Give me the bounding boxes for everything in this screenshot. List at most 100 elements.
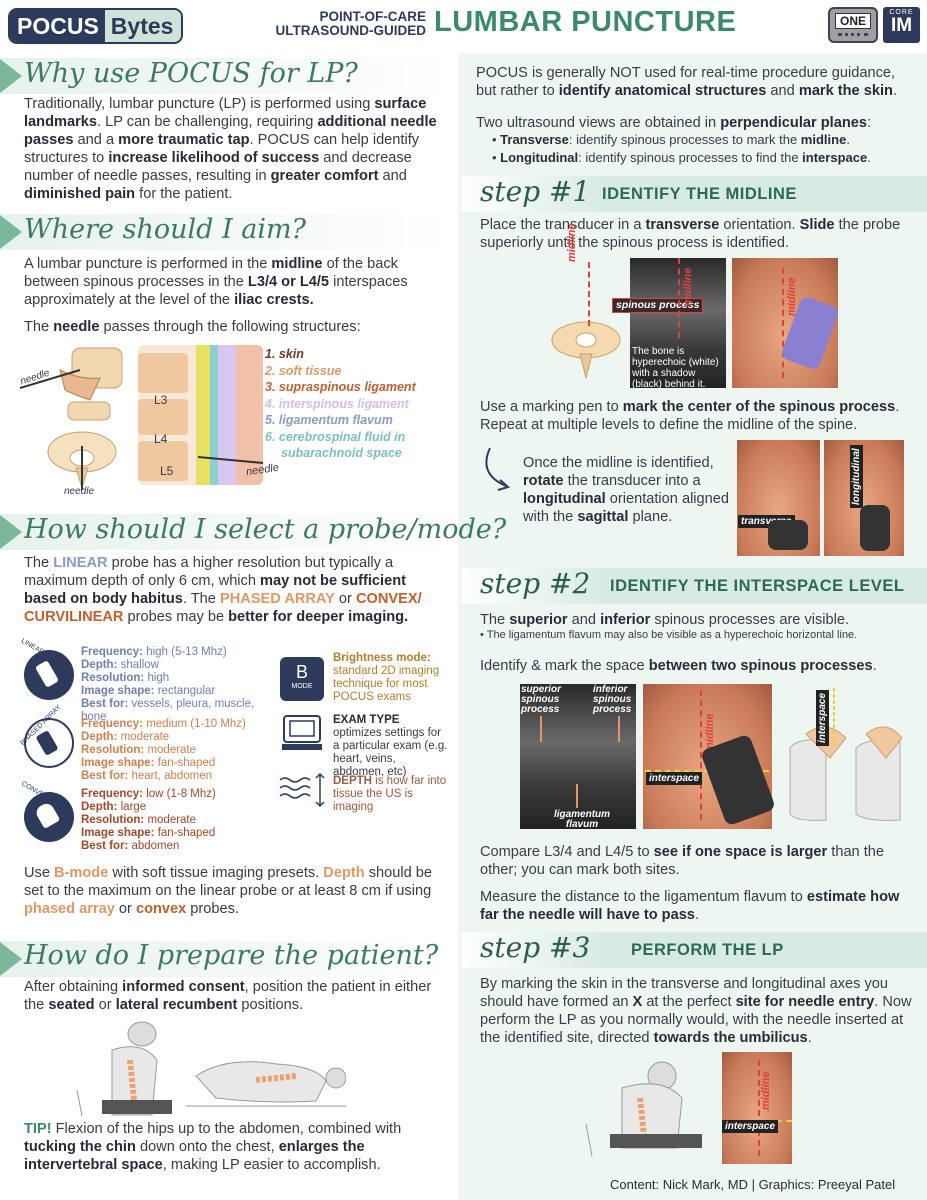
prep-tip: TIP! Flexion of the hips up to the abdom… [24, 1120, 439, 1174]
aim-band [0, 214, 450, 250]
emphasis-text: longitudinal [523, 491, 606, 507]
one-logo: ONE [828, 7, 878, 43]
body-text: . [892, 83, 897, 99]
core-text: CORE [889, 9, 914, 16]
probe-spec-key: Frequency: [81, 718, 143, 730]
body-text: The [24, 319, 54, 335]
intro-paragraph-2: Two ultrasound views are obtained in per… [476, 114, 916, 132]
phased-probe-specs: Frequency: medium (1-10 Mhz)Depth: moder… [81, 718, 271, 783]
intro-bullet: • Transverse: identify spinous processes… [492, 132, 850, 147]
probe-spec-value: vessels, pleura, muscle, bone [81, 698, 255, 723]
body-text: , making LP easier to accomplish. [162, 1157, 381, 1173]
step1-paragraph-1: Place the transducer in a transverse ori… [480, 216, 920, 252]
section-arrow-icon [0, 59, 22, 93]
body-text: probe has a higher resolution but typica… [24, 555, 394, 589]
step1-word: step #1 [480, 175, 591, 208]
emphasis-text: Transverse [500, 132, 569, 147]
body-text: and a [73, 132, 119, 148]
logo-pocus: POCUS [10, 10, 105, 42]
emphasis-text: seated [48, 997, 95, 1013]
step2-band [462, 568, 927, 604]
body-text: Compare L3/4 and L4/5 to [480, 844, 654, 860]
exam-type-text: EXAM TYPE optimizes settings for a parti… [333, 714, 448, 779]
probe-spec-row: Depth: large [81, 801, 271, 814]
emphasis-text: mark the skin [798, 83, 893, 99]
emphasis-text: additional needle passes [24, 114, 437, 148]
body-text: with soft tissue imaging presets. [108, 865, 324, 881]
probe-spec-row: Image shape: fan-shaped [81, 757, 271, 770]
body-text: . [694, 907, 699, 923]
tip-label: TIP! [24, 1121, 52, 1137]
emphasis-text: B-mode [54, 865, 109, 881]
prep-paragraph: After obtaining informed consent, positi… [24, 978, 439, 1014]
prep-band [0, 941, 450, 977]
body-text: and [567, 612, 601, 628]
step2-word: step #2 [480, 567, 591, 600]
structure-3: 3. supraspinous ligament [265, 380, 416, 394]
flavum-label: ligamentum flavum [553, 809, 611, 830]
emphasis-text: site for needle entry [735, 994, 875, 1010]
emphasis-text: phased array [24, 901, 115, 917]
inferior-label: inferior spinous process [593, 684, 632, 715]
body-text: Identify & mark the space [480, 658, 649, 674]
pocus-bytes-logo: POCUS Bytes [8, 8, 184, 44]
probe-photo-1 [768, 520, 808, 550]
body-text: . [846, 132, 850, 147]
logo-bytes: Bytes [104, 10, 182, 42]
emphasis-text: tucking the chin [24, 1139, 136, 1155]
longitudinal-tag: longitudinal [850, 445, 863, 508]
probe-spec-key: Resolution: [81, 672, 145, 684]
probe-spec-value: low (1-8 Mhz) [143, 788, 216, 800]
probe-spec-key: Image shape: [81, 827, 155, 839]
emphasis-text: mark the center of the spinous process [622, 399, 896, 415]
b-mode-desc: standard 2D imaging technique for most P… [333, 665, 440, 703]
emphasis-text: increase likelihood of success [108, 150, 320, 166]
vertebra-transverse-illustration [548, 300, 623, 380]
probe-spec-row: Resolution: moderate [81, 744, 271, 757]
emphasis-text: transverse [645, 217, 720, 233]
emphasis-text: PHASED ARRAY [219, 591, 335, 607]
seated-patient-illustration [72, 1020, 182, 1120]
body-text: than the other; you can mark both sites. [480, 844, 885, 878]
emphasis-text: Depth [323, 865, 365, 881]
body-text: Use a marking pen to [480, 399, 623, 415]
emphasis-text: Slide [799, 217, 835, 233]
body-text: at the perfect [642, 994, 736, 1010]
why-paragraph: Traditionally, lumbar puncture (LP) is p… [24, 95, 444, 203]
step2-bullet-text: The ligamentum flavum may also be visibl… [486, 629, 858, 641]
emphasis-text: rotate [523, 473, 564, 489]
aim-heading: Where should I aim? [24, 214, 307, 245]
ultrasound-machine-icon [280, 714, 324, 754]
credits: Content: Nick Mark, MD | Graphics: Preey… [610, 1177, 896, 1192]
probe-spec-value: moderate [117, 731, 170, 743]
emphasis-text: estimate how far the needle will have to… [480, 889, 900, 923]
body-text: A lumbar puncture is performed in the [24, 256, 272, 272]
linear-probe-specs: Frequency: high (5-13 Mhz)Depth: shallow… [81, 646, 271, 724]
interspace-tag-2: interspace [816, 689, 829, 746]
intro-bullets: • Transverse: identify spinous processes… [492, 131, 871, 167]
sagittal-spine-drawing [138, 345, 263, 485]
step2-paragraph-2: Identify & mark the space between two sp… [480, 657, 920, 675]
vertebra-drawing [19, 347, 123, 490]
body-text: : identify spinous processes to find the [578, 150, 803, 165]
body-text: . Repeat at multiple levels to define th… [480, 399, 900, 433]
probe-spec-value: abdomen [128, 840, 180, 852]
body-text: and [378, 168, 407, 184]
body-text: By marking the skin in the transverse an… [480, 976, 889, 1010]
probe-spec-row: Frequency: low (1-8 Mhz) [81, 788, 271, 801]
probe-spec-row: Depth: shallow [81, 659, 271, 672]
exam-type-title: EXAM TYPE [333, 714, 400, 726]
emphasis-text: interspace [802, 150, 868, 165]
bone-hyperechoic-note: The bone is hyperechoic (white) with a s… [632, 346, 719, 390]
interspace-tag-1: interspace [646, 772, 703, 785]
body-text: . [807, 1030, 812, 1046]
step1-paragraph-3: Once the midline is identified, rotate t… [523, 454, 733, 526]
body-text: Flexion of the hips up to the abdomen, c… [51, 1121, 402, 1137]
body-text: passes through the following structures: [99, 319, 361, 335]
depth-icon [278, 772, 328, 808]
probe-spec-value: large [117, 801, 147, 813]
probe-spec-row: Frequency: high (5-13 Mhz) [81, 646, 271, 659]
structure-1: 1. skin [265, 347, 304, 361]
